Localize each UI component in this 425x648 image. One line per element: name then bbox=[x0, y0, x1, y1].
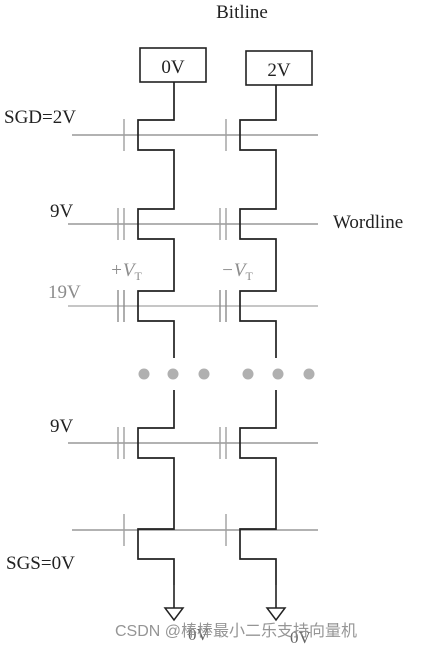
bitline-title: Bitline bbox=[216, 2, 268, 23]
nand-string-channel bbox=[137, 82, 175, 585]
wordline-label: Wordline bbox=[333, 212, 403, 233]
row-label-wl-top: 9V bbox=[50, 201, 74, 222]
vt-label-left: +VT bbox=[110, 260, 142, 283]
ellipsis-dot bbox=[198, 368, 210, 380]
gate-group bbox=[117, 119, 227, 546]
ground-label-left: 0V bbox=[188, 625, 210, 644]
ground-label-right: 0V bbox=[290, 628, 312, 647]
ellipsis-dot bbox=[242, 368, 254, 380]
ground-symbol-left bbox=[163, 585, 185, 622]
ground-symbol-right bbox=[265, 585, 287, 622]
bitline-box-left: 0V bbox=[139, 47, 207, 83]
nand-string-channel bbox=[239, 85, 277, 585]
string-group bbox=[137, 82, 277, 585]
ellipsis-dots bbox=[138, 368, 315, 380]
row-label-wl-selected: 19V bbox=[48, 282, 81, 303]
bitline-box-right: 2V bbox=[245, 50, 313, 86]
row-label-sgd: SGD=2V bbox=[4, 107, 76, 128]
ellipsis-dot bbox=[138, 368, 150, 380]
vt-label-right: −VT bbox=[221, 260, 253, 283]
bitline-voltage-right: 2V bbox=[267, 60, 291, 81]
ellipsis-dot bbox=[303, 368, 315, 380]
ellipsis-dot bbox=[272, 368, 284, 380]
bitline-voltage-left: 0V bbox=[161, 57, 185, 78]
row-label-sgs: SGS=0V bbox=[6, 553, 75, 574]
row-label-wl-bottom: 9V bbox=[50, 416, 74, 437]
wordline-group bbox=[68, 134, 318, 531]
csdn-watermark: CSDN @棒棒最小二乐支持向量机 bbox=[115, 622, 357, 640]
ellipsis-dot bbox=[167, 368, 179, 380]
